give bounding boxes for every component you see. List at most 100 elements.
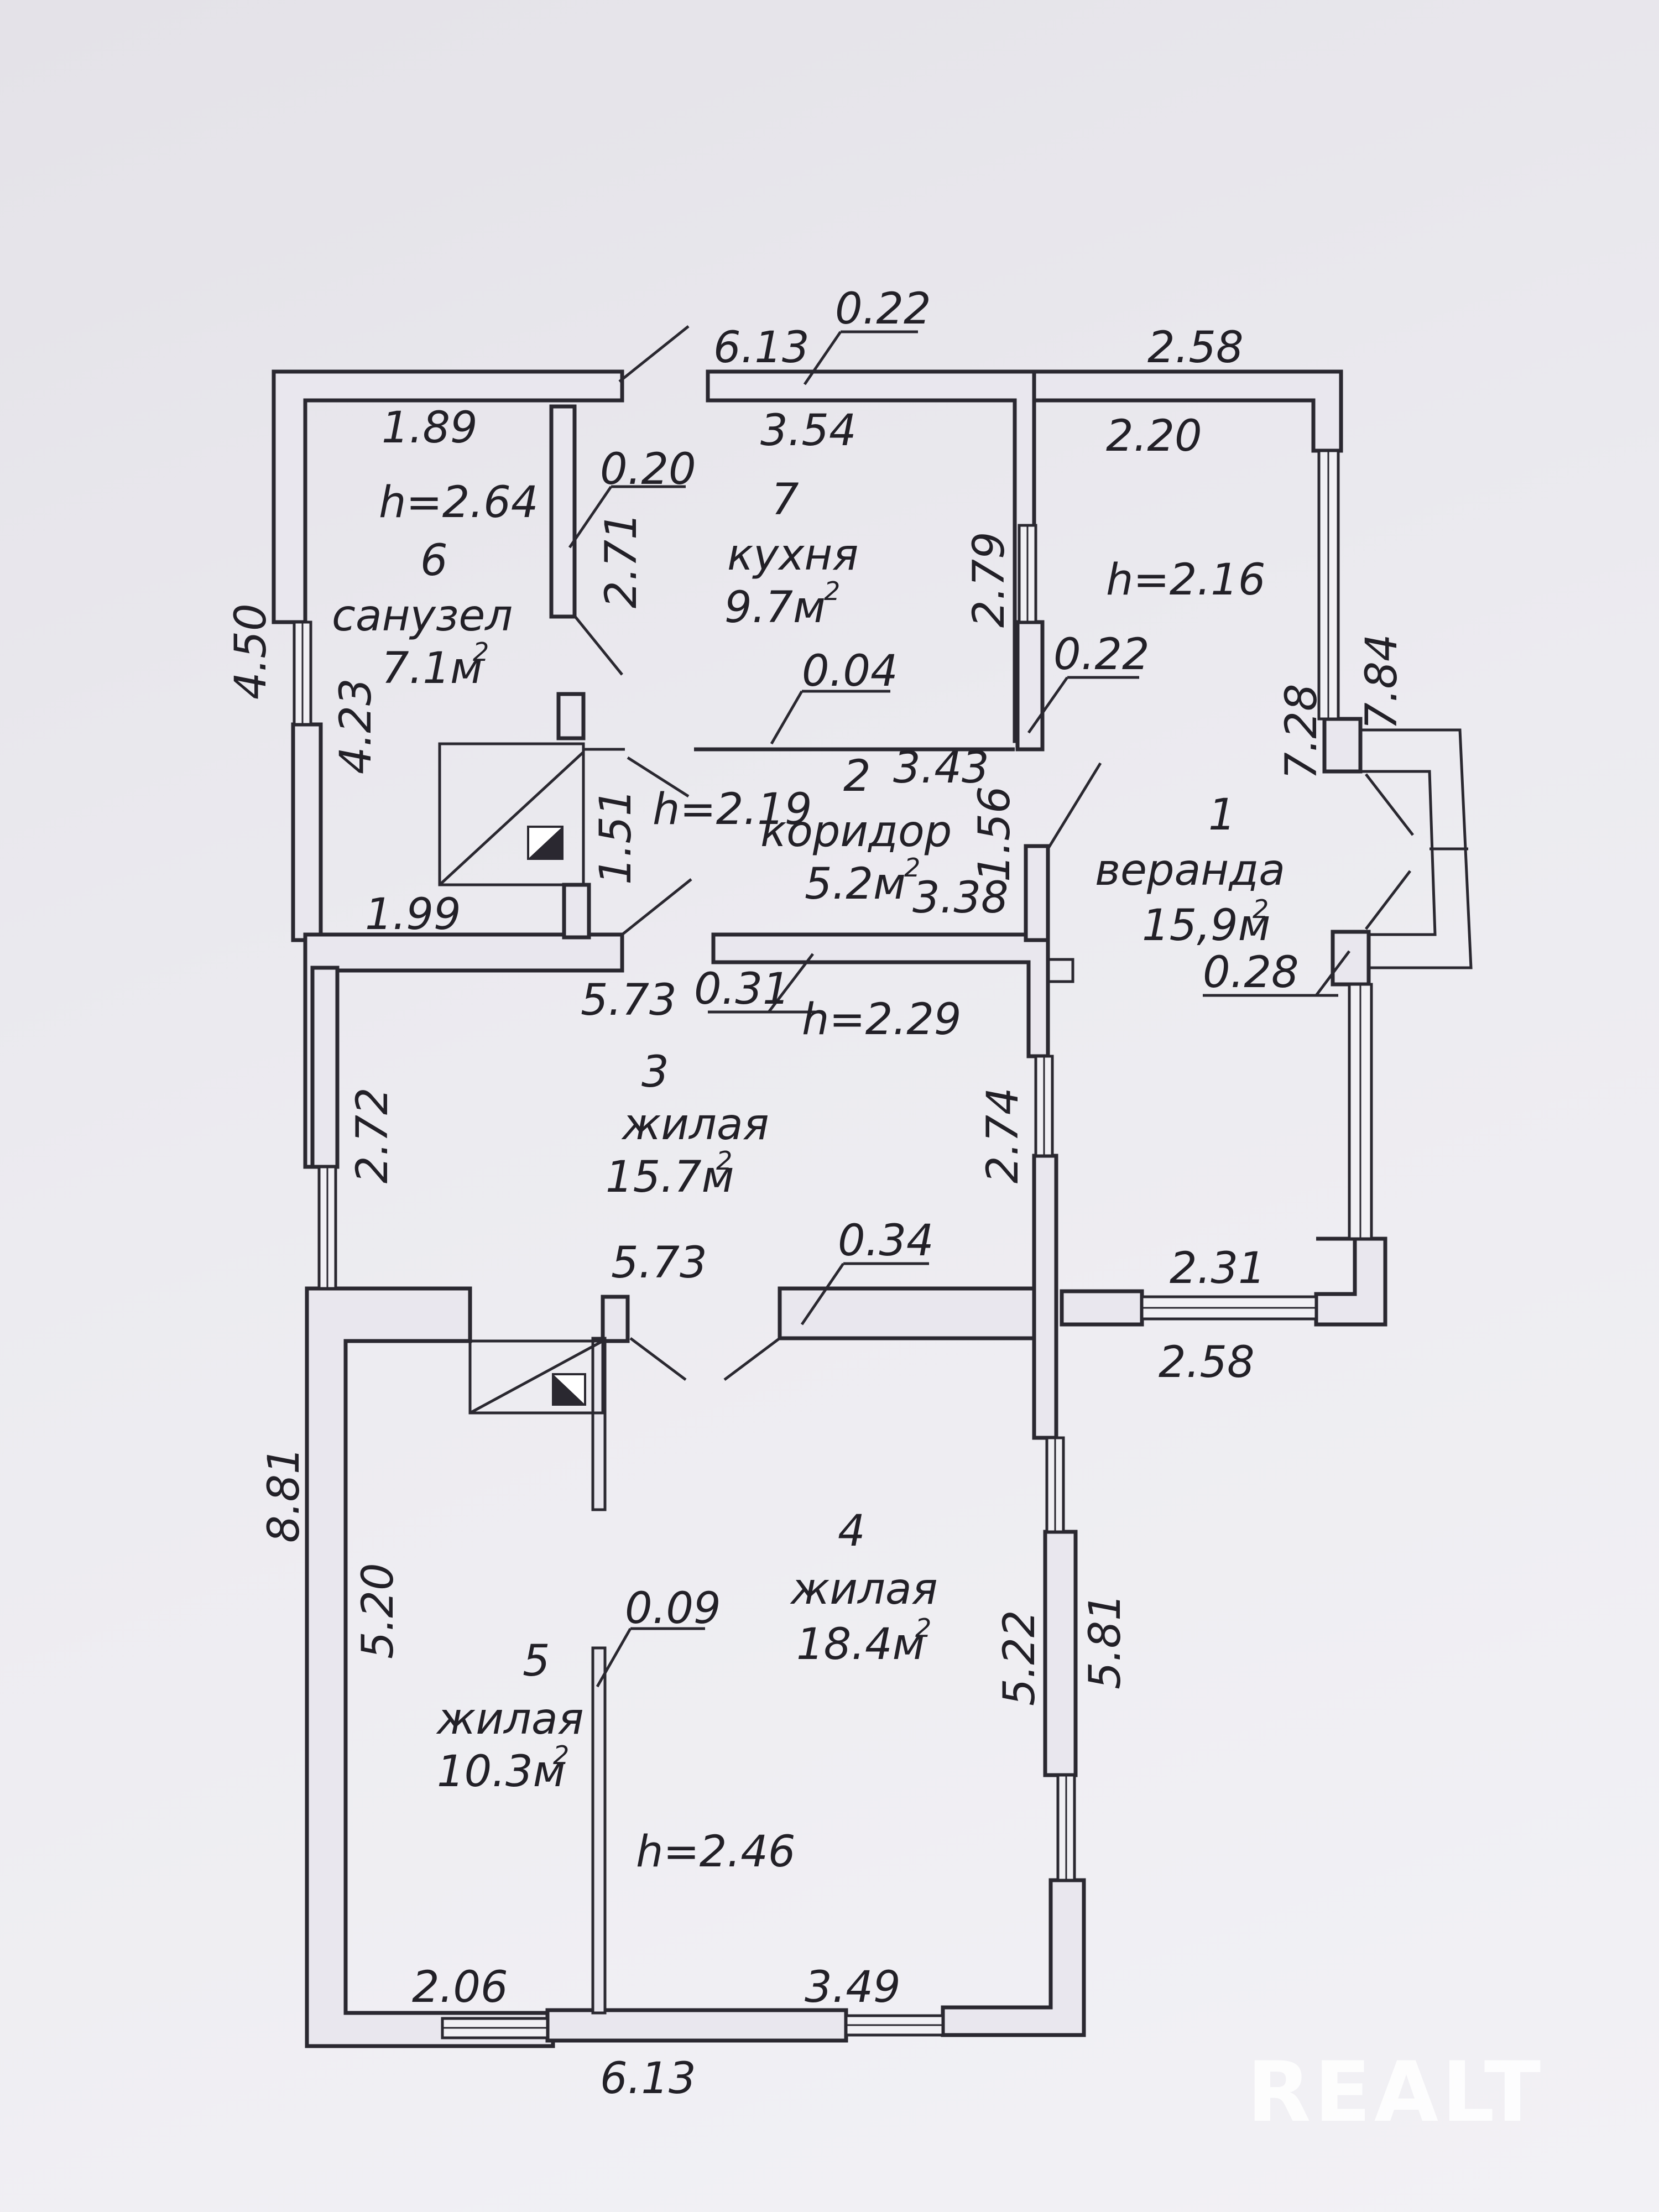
dim-partition1: 0.20 [600, 445, 696, 494]
room-6-sup: 2 [473, 637, 489, 667]
dim-right-outer: 5.81 [1081, 1593, 1130, 1689]
dim-corr-w: 3.43 [893, 743, 989, 793]
wall-kitchen-veranda-post [1015, 620, 1045, 752]
stove-chimney-r3 [601, 1295, 630, 1343]
wall-top-left [272, 369, 624, 624]
room-7-area: 9.7м [724, 583, 826, 633]
dim-veranda-top: 2.58 [1147, 323, 1244, 373]
windows [293, 449, 1373, 2039]
dim-top-wall: 0.22 [835, 284, 931, 334]
wall-left-r3 [310, 966, 340, 1169]
dim-san-w: 1.89 [382, 403, 478, 453]
room-6-area: 7.1м [382, 644, 483, 693]
bath-partition [549, 404, 577, 619]
stove-r35 [468, 1339, 604, 1415]
room-4-height: h=2.46 [636, 1827, 795, 1877]
room-1-sup: 2 [1253, 894, 1269, 924]
wall-right-r4 [1043, 1530, 1078, 1777]
wall-corridor-veranda [1024, 844, 1050, 942]
dim-kitchen-w: 3.54 [760, 406, 857, 456]
stove-chimney-bath [556, 692, 586, 740]
wall-left-bath [291, 722, 323, 942]
dim-r4-h: 5.22 [995, 1610, 1045, 1706]
dim-left-total: 8.81 [259, 1447, 309, 1543]
dim-top-total: 6.13 [713, 323, 810, 373]
dim-san-part-h: 2.71 [597, 512, 646, 608]
wall-veranda-corner [1314, 1237, 1387, 1327]
wall-left-r5 [305, 1286, 555, 2048]
dim-san-bottom: 1.99 [365, 890, 461, 940]
stove-post-bath [562, 883, 591, 940]
dim-veranda-in-h: 7.28 [1277, 684, 1327, 780]
wall-bottom-mid [545, 2008, 848, 2043]
room-3-name: жилая [621, 1100, 769, 1150]
details [438, 325, 1473, 1688]
room-2-number: 2 [843, 752, 871, 801]
dim-floor-part: 0.04 [802, 646, 898, 696]
dim-corr-bottom: 3.38 [912, 873, 1009, 923]
room-3-height: h=2.29 [802, 995, 961, 1045]
room-2-height: h=2.19 [653, 785, 812, 834]
room-1-height: h=2.16 [1106, 555, 1265, 605]
room-7-name: кухня [727, 530, 858, 580]
dim-left-outer: 4.50 [226, 603, 276, 700]
veranda-step [1046, 958, 1074, 983]
dim-kitchen-h: 2.79 [964, 531, 1014, 628]
room-3-area: 15.7м [606, 1152, 734, 1202]
dim-bottom-total: 6.13 [600, 2054, 696, 2104]
room-5-sup: 2 [553, 1740, 569, 1770]
room-2-name: коридор [760, 807, 952, 857]
dim-r3-right: 2.74 [978, 1087, 1028, 1183]
dim-san-h: 4.23 [331, 678, 381, 774]
room-2-sup: 2 [904, 853, 920, 883]
room-6-name: санузел [332, 591, 513, 641]
room-4-number: 4 [838, 1506, 865, 1556]
bay-post-lower [1331, 930, 1371, 987]
room-4-area: 18.4м [796, 1620, 925, 1670]
dim-bay-wall: 0.28 [1203, 948, 1299, 998]
veranda-bay-inner [1360, 770, 1437, 936]
room-1-number: 1 [1208, 790, 1236, 840]
dim-r4-wall: 0.34 [838, 1216, 934, 1266]
dim-r4-w: 3.49 [805, 1963, 901, 2012]
dim-veranda-in: 2.20 [1106, 411, 1202, 461]
bay-post-upper [1322, 717, 1363, 774]
dim-r3-left: 2.72 [348, 1087, 398, 1183]
room-5-area: 10.3м [437, 1747, 566, 1797]
room-7-sup: 2 [824, 576, 840, 606]
wall-right-r34 [1032, 1154, 1058, 1440]
walls [272, 369, 1387, 2048]
dim-r5-w: 2.06 [412, 1963, 508, 2012]
dim-part-thk: 0.09 [625, 1584, 721, 1634]
dimension-labels: 6.13 0.22 2.58 1.89 3.54 2.20 0.20 0.04 … [226, 284, 1407, 2104]
dim-r5-h: 5.20 [353, 1563, 403, 1659]
room-2-area: 5.2м [805, 859, 906, 909]
room-labels: 7 кухня 9.7м 2 h=2.64 6 санузел 7.1м 2 h… [332, 475, 1285, 1877]
wall-veranda-bottom [1060, 1289, 1144, 1327]
room-1-name: веранда [1095, 846, 1285, 895]
stove-bath [438, 742, 585, 886]
room-3-sup: 2 [716, 1146, 732, 1176]
wall-veranda-top [1032, 369, 1343, 453]
watermark-logo: REALT [1247, 2044, 1544, 2141]
room-6-height: h=2.64 [379, 478, 538, 528]
wall-right-r4-low [941, 1878, 1086, 2037]
r5-partition [591, 1646, 607, 2015]
room-3-number: 3 [641, 1047, 669, 1097]
dim-r3-wall: 0.31 [694, 964, 790, 1014]
dim-corr-h: 1.56 [970, 786, 1020, 882]
dim-ver-bottom-in: 2.31 [1170, 1244, 1266, 1293]
room-1-area: 15,9м [1142, 901, 1271, 951]
room-4-name: жилая [790, 1564, 938, 1614]
room-4-sup: 2 [915, 1613, 931, 1643]
dim-kitchen-wall: 0.22 [1053, 630, 1150, 680]
dim-r3-bottom: 5.73 [611, 1238, 707, 1288]
dim-r3-top: 5.73 [581, 975, 677, 1025]
room-5-number: 5 [523, 1636, 550, 1686]
room-7-number: 7 [771, 475, 799, 525]
room-5-name: жилая [436, 1694, 584, 1744]
room-6-number: 6 [420, 536, 448, 586]
dim-veranda-right: 7.84 [1357, 634, 1407, 730]
dim-stove-h: 1.51 [591, 789, 641, 885]
